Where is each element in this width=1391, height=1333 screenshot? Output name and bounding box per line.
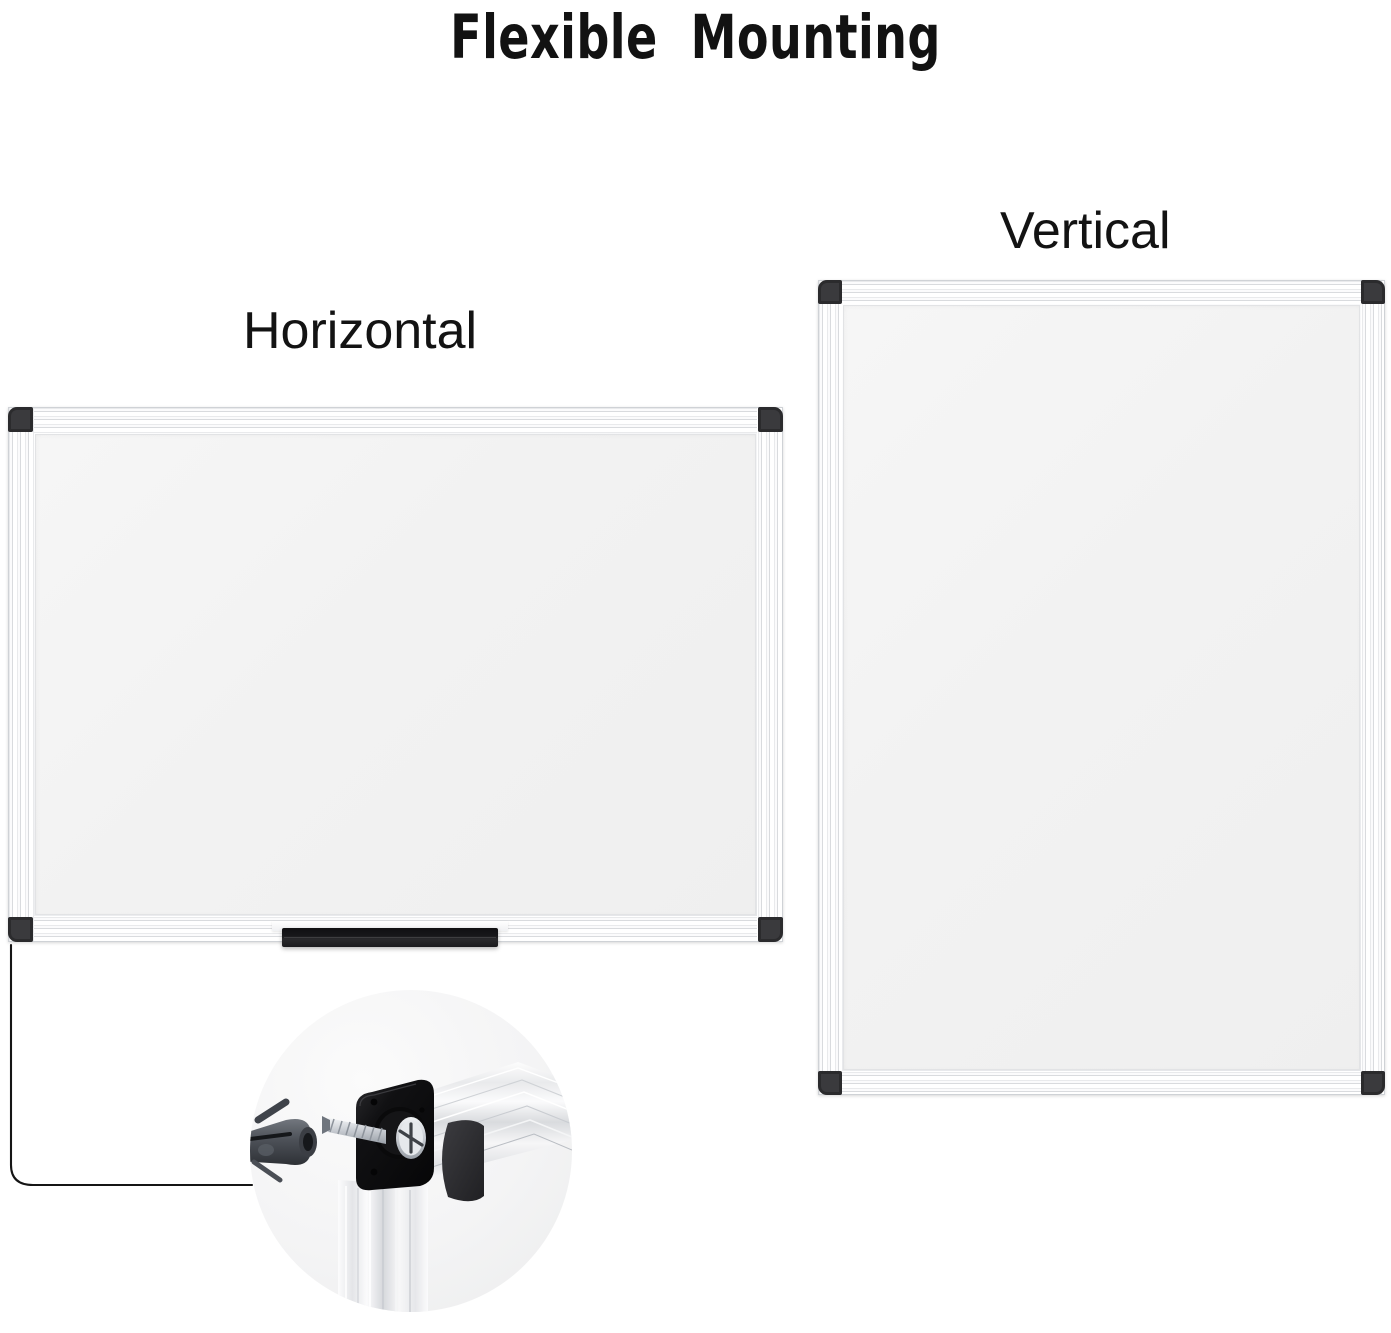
- corner-cap-bottom-left: [8, 917, 33, 942]
- phillips-screw-head: [396, 1117, 426, 1159]
- frame-rail-top: [818, 280, 1385, 304]
- whiteboard-horizontal: [8, 407, 783, 942]
- frame-rail-bottom: [818, 1071, 1385, 1095]
- frame-rail-right: [1361, 280, 1385, 1095]
- corner-cap-top-right: [758, 407, 783, 432]
- frame-rail-left: [8, 407, 34, 942]
- writing-surface: [35, 434, 756, 915]
- page-title: Flexible Mounting: [450, 2, 941, 73]
- pen-tray-shelf: [272, 921, 508, 931]
- frame-rail-top: [8, 407, 783, 433]
- corner-cap-top-left: [818, 280, 842, 304]
- wall-anchor: [250, 1098, 317, 1183]
- corner-cap-top-right: [1361, 280, 1385, 304]
- corner-hardware-callout: [250, 990, 572, 1312]
- corner-cap-top-left: [8, 407, 33, 432]
- corner-cap-bottom-right: [1361, 1071, 1385, 1095]
- label-vertical: Vertical: [1000, 202, 1171, 260]
- frame-rail-left: [818, 280, 842, 1095]
- label-horizontal: Horizontal: [243, 302, 478, 360]
- corner-cap-bottom-left: [818, 1071, 842, 1095]
- writing-surface: [843, 305, 1360, 1070]
- aluminium-frame-rail-side: [338, 1180, 428, 1312]
- pen-tray: [282, 928, 498, 947]
- whiteboard-vertical: [818, 280, 1385, 1095]
- corner-hardware-illustration: [250, 1062, 572, 1312]
- cover-cap: [442, 1120, 484, 1202]
- corner-cap-bottom-right: [758, 917, 783, 942]
- mounting-screw: [322, 1116, 386, 1144]
- frame-rail-right: [757, 407, 783, 942]
